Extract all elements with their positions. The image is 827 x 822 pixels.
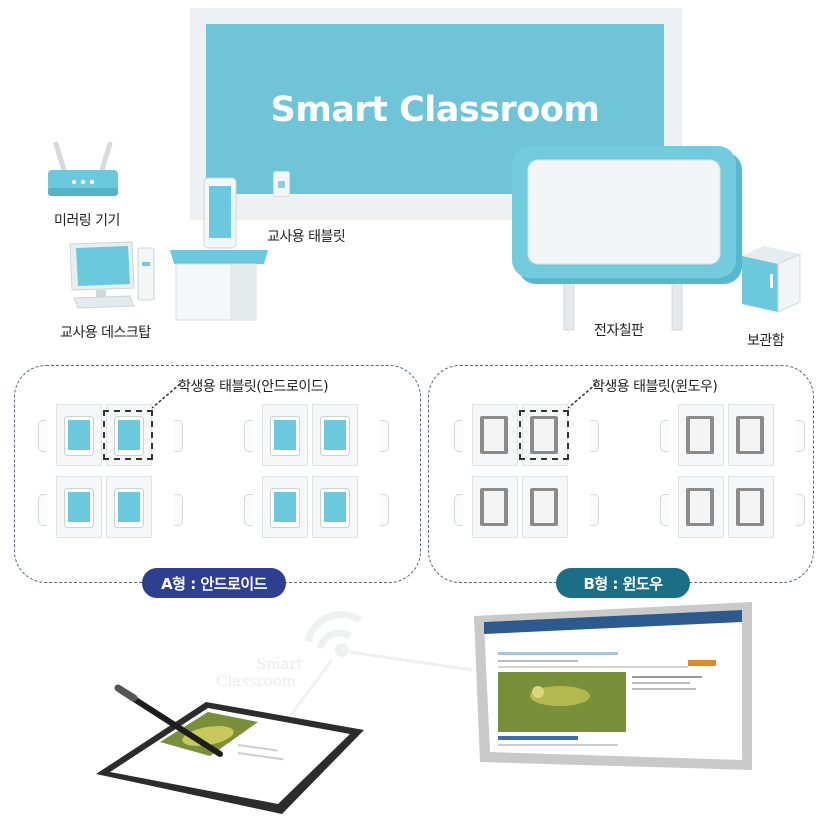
chair <box>38 494 47 526</box>
electronic-board-icon <box>512 146 742 331</box>
group-a-callout-line <box>151 383 181 409</box>
board-camera-icon <box>273 171 290 197</box>
mirroring-device-icon <box>48 141 118 196</box>
group-b-callout-label: 학생용 태블릿(윈도우) <box>592 379 718 395</box>
pen-tablet-image <box>96 684 364 814</box>
windows-tablet-highlight <box>519 410 569 460</box>
windows-monitor-screenshot <box>474 602 752 770</box>
teacher-podium-icon <box>170 177 268 321</box>
chair <box>660 420 669 452</box>
watermark-line-1: Smart <box>256 655 303 673</box>
electronic-board-label: 전자칠판 <box>594 323 644 339</box>
android-tablet-icon <box>114 488 144 528</box>
chair <box>796 494 805 526</box>
group-a-pod <box>14 365 421 583</box>
smart-board-title: Smart Classroom <box>270 90 600 130</box>
storage-cabinet-label: 보관함 <box>747 333 785 349</box>
windows-tablet-icon <box>736 488 764 526</box>
storage-cabinet-icon <box>742 246 801 313</box>
group-a-callout-label: 학생용 태블릿(안드로이드) <box>178 379 329 395</box>
windows-tablet-icon <box>736 416 764 454</box>
windows-tablet-icon <box>480 488 508 526</box>
android-tablet-icon <box>320 416 350 456</box>
windows-tablet-icon <box>686 416 714 454</box>
smart-classroom-watermark: Smart <box>256 656 303 672</box>
windows-tablet-icon <box>530 488 558 526</box>
desk <box>678 476 724 538</box>
teacher-desktop-label: 교사용 데스크탑 <box>60 325 151 341</box>
chair <box>380 420 389 452</box>
android-tablet-icon <box>64 488 94 528</box>
watermark-line-2: Classroom <box>216 672 297 690</box>
chair <box>590 420 599 452</box>
group-b-badge: B형 : 윈도우 <box>556 568 690 598</box>
chair <box>244 420 253 452</box>
mirroring-device-label: 미러링 기기 <box>54 213 120 229</box>
chair <box>796 420 805 452</box>
chair <box>174 494 183 526</box>
chair <box>590 494 599 526</box>
teacher-desktop-icon <box>69 241 155 309</box>
teacher-tablet-label: 교사용 태블릿 <box>267 229 346 245</box>
android-tablet-icon <box>64 416 94 456</box>
android-tablet-highlight <box>103 410 153 460</box>
android-tablet-icon <box>270 416 300 456</box>
windows-tablet-icon <box>480 416 508 454</box>
windows-tablet-icon <box>686 488 714 526</box>
group-b-pod <box>428 365 814 583</box>
windows-tablet-icon <box>530 416 558 454</box>
chair <box>380 494 389 526</box>
wifi-connection-icon <box>288 610 473 717</box>
group-b-callout-line <box>567 383 597 409</box>
chair <box>454 420 463 452</box>
chair <box>38 420 47 452</box>
chair <box>454 494 463 526</box>
android-tablet-icon <box>320 488 350 528</box>
android-tablet-icon <box>270 488 300 528</box>
chair <box>244 494 253 526</box>
android-tablet-icon <box>114 416 144 456</box>
group-a-badge: A형 : 안드로이드 <box>142 568 286 598</box>
chair <box>174 420 183 452</box>
chair <box>660 494 669 526</box>
